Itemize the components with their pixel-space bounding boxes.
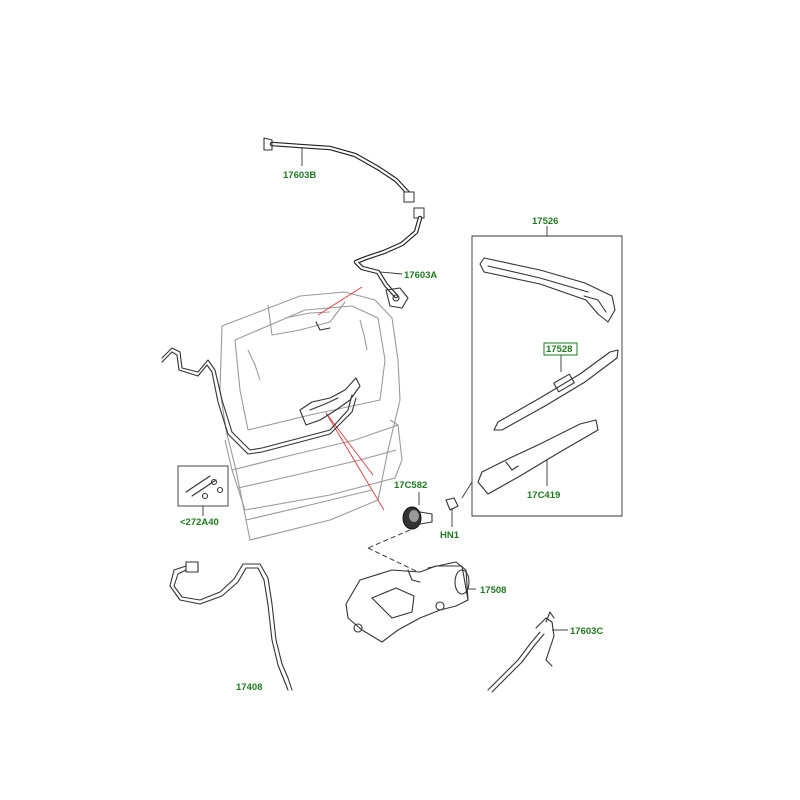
label-17526: 17526 [532, 216, 558, 227]
wiper-blade-upper [479, 257, 616, 323]
label-17603C: 17603C [570, 626, 603, 637]
hose-routing [161, 321, 357, 455]
wiper-motor [345, 561, 476, 643]
label-17528: 17528 [546, 344, 572, 355]
label-HN1: HN1 [440, 530, 460, 541]
upper-washer-hose [263, 137, 425, 309]
lower-hose-17408 [169, 561, 293, 691]
wiper-blade-middle [493, 349, 619, 431]
label-17603B: 17603B [283, 170, 316, 181]
tailgate-wiper-mount [299, 377, 361, 426]
label-17528-box [543, 342, 578, 356]
hose-connector-17603C [487, 611, 568, 693]
label-17C582: 17C582 [394, 480, 427, 491]
label-17408: 17408 [236, 682, 262, 693]
label-272A40: <272A40 [180, 517, 219, 528]
label-17C419: 17C419 [527, 490, 560, 501]
label-17603A: 17603A [404, 270, 437, 281]
wiper-blade-kit-box [471, 226, 623, 517]
connector-kit [177, 465, 229, 516]
tailgate-illustration [219, 286, 403, 541]
grommet-and-nut [367, 481, 473, 573]
wiper-arm [477, 419, 599, 495]
label-17508: 17508 [480, 585, 506, 596]
